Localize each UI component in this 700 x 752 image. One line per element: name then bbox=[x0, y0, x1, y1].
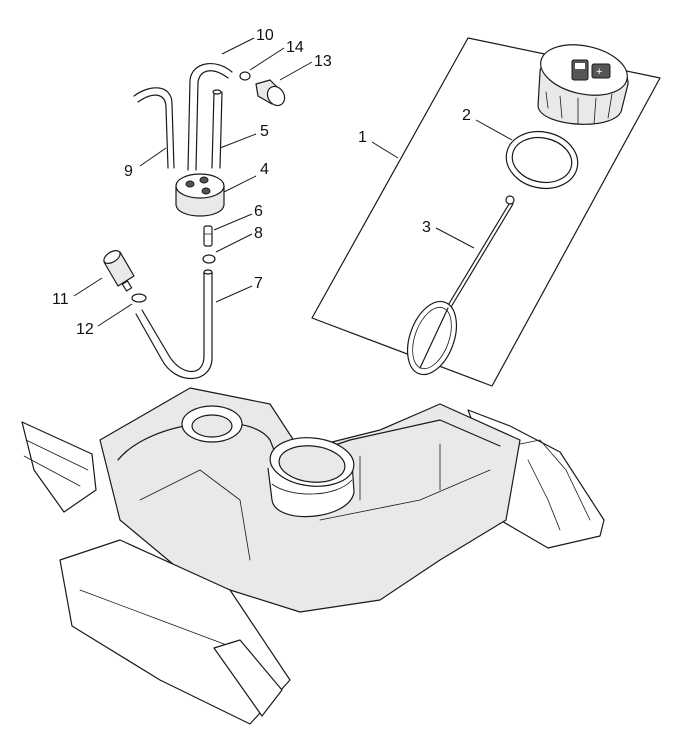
callout-8: 8 bbox=[254, 225, 263, 242]
callout-14: 14 bbox=[286, 39, 304, 56]
callout-1: 1 bbox=[358, 129, 367, 146]
tank-grommet bbox=[175, 173, 225, 217]
callout-7: 7 bbox=[254, 275, 263, 292]
fuel-fitting bbox=[203, 225, 213, 247]
callout-2: 2 bbox=[462, 107, 471, 124]
o-ring-14 bbox=[239, 71, 251, 81]
callout-12: 12 bbox=[76, 321, 94, 338]
fuel-filter bbox=[103, 250, 135, 292]
fuel-tank bbox=[21, 387, 605, 725]
fuel-pump-icon bbox=[571, 59, 589, 81]
callout-6: 6 bbox=[254, 203, 263, 220]
callout-3: 3 bbox=[422, 219, 431, 236]
vent-hoses bbox=[133, 63, 233, 171]
fuel-gauge-float bbox=[406, 195, 515, 376]
fuel-cap: + bbox=[537, 44, 629, 125]
callout-5: 5 bbox=[260, 123, 269, 140]
callout-9: 9 bbox=[124, 163, 133, 180]
callout-10: 10 bbox=[256, 27, 274, 44]
callout-11: 11 bbox=[52, 291, 69, 308]
plus-minus-icon: + bbox=[591, 63, 611, 79]
o-ring-8 bbox=[202, 254, 216, 264]
callout-4: 4 bbox=[260, 161, 269, 178]
cap-gasket bbox=[505, 131, 579, 189]
hose-clamp-12 bbox=[131, 293, 147, 303]
svg-text:+: + bbox=[596, 66, 602, 78]
fuel-hose bbox=[135, 269, 213, 380]
callout-13: 13 bbox=[314, 53, 332, 70]
callout-labels: 1 2 3 4 5 6 7 8 9 10 11 12 13 14 bbox=[52, 27, 471, 338]
leader-lines bbox=[73, 37, 513, 327]
vent-valve-13 bbox=[255, 79, 286, 107]
